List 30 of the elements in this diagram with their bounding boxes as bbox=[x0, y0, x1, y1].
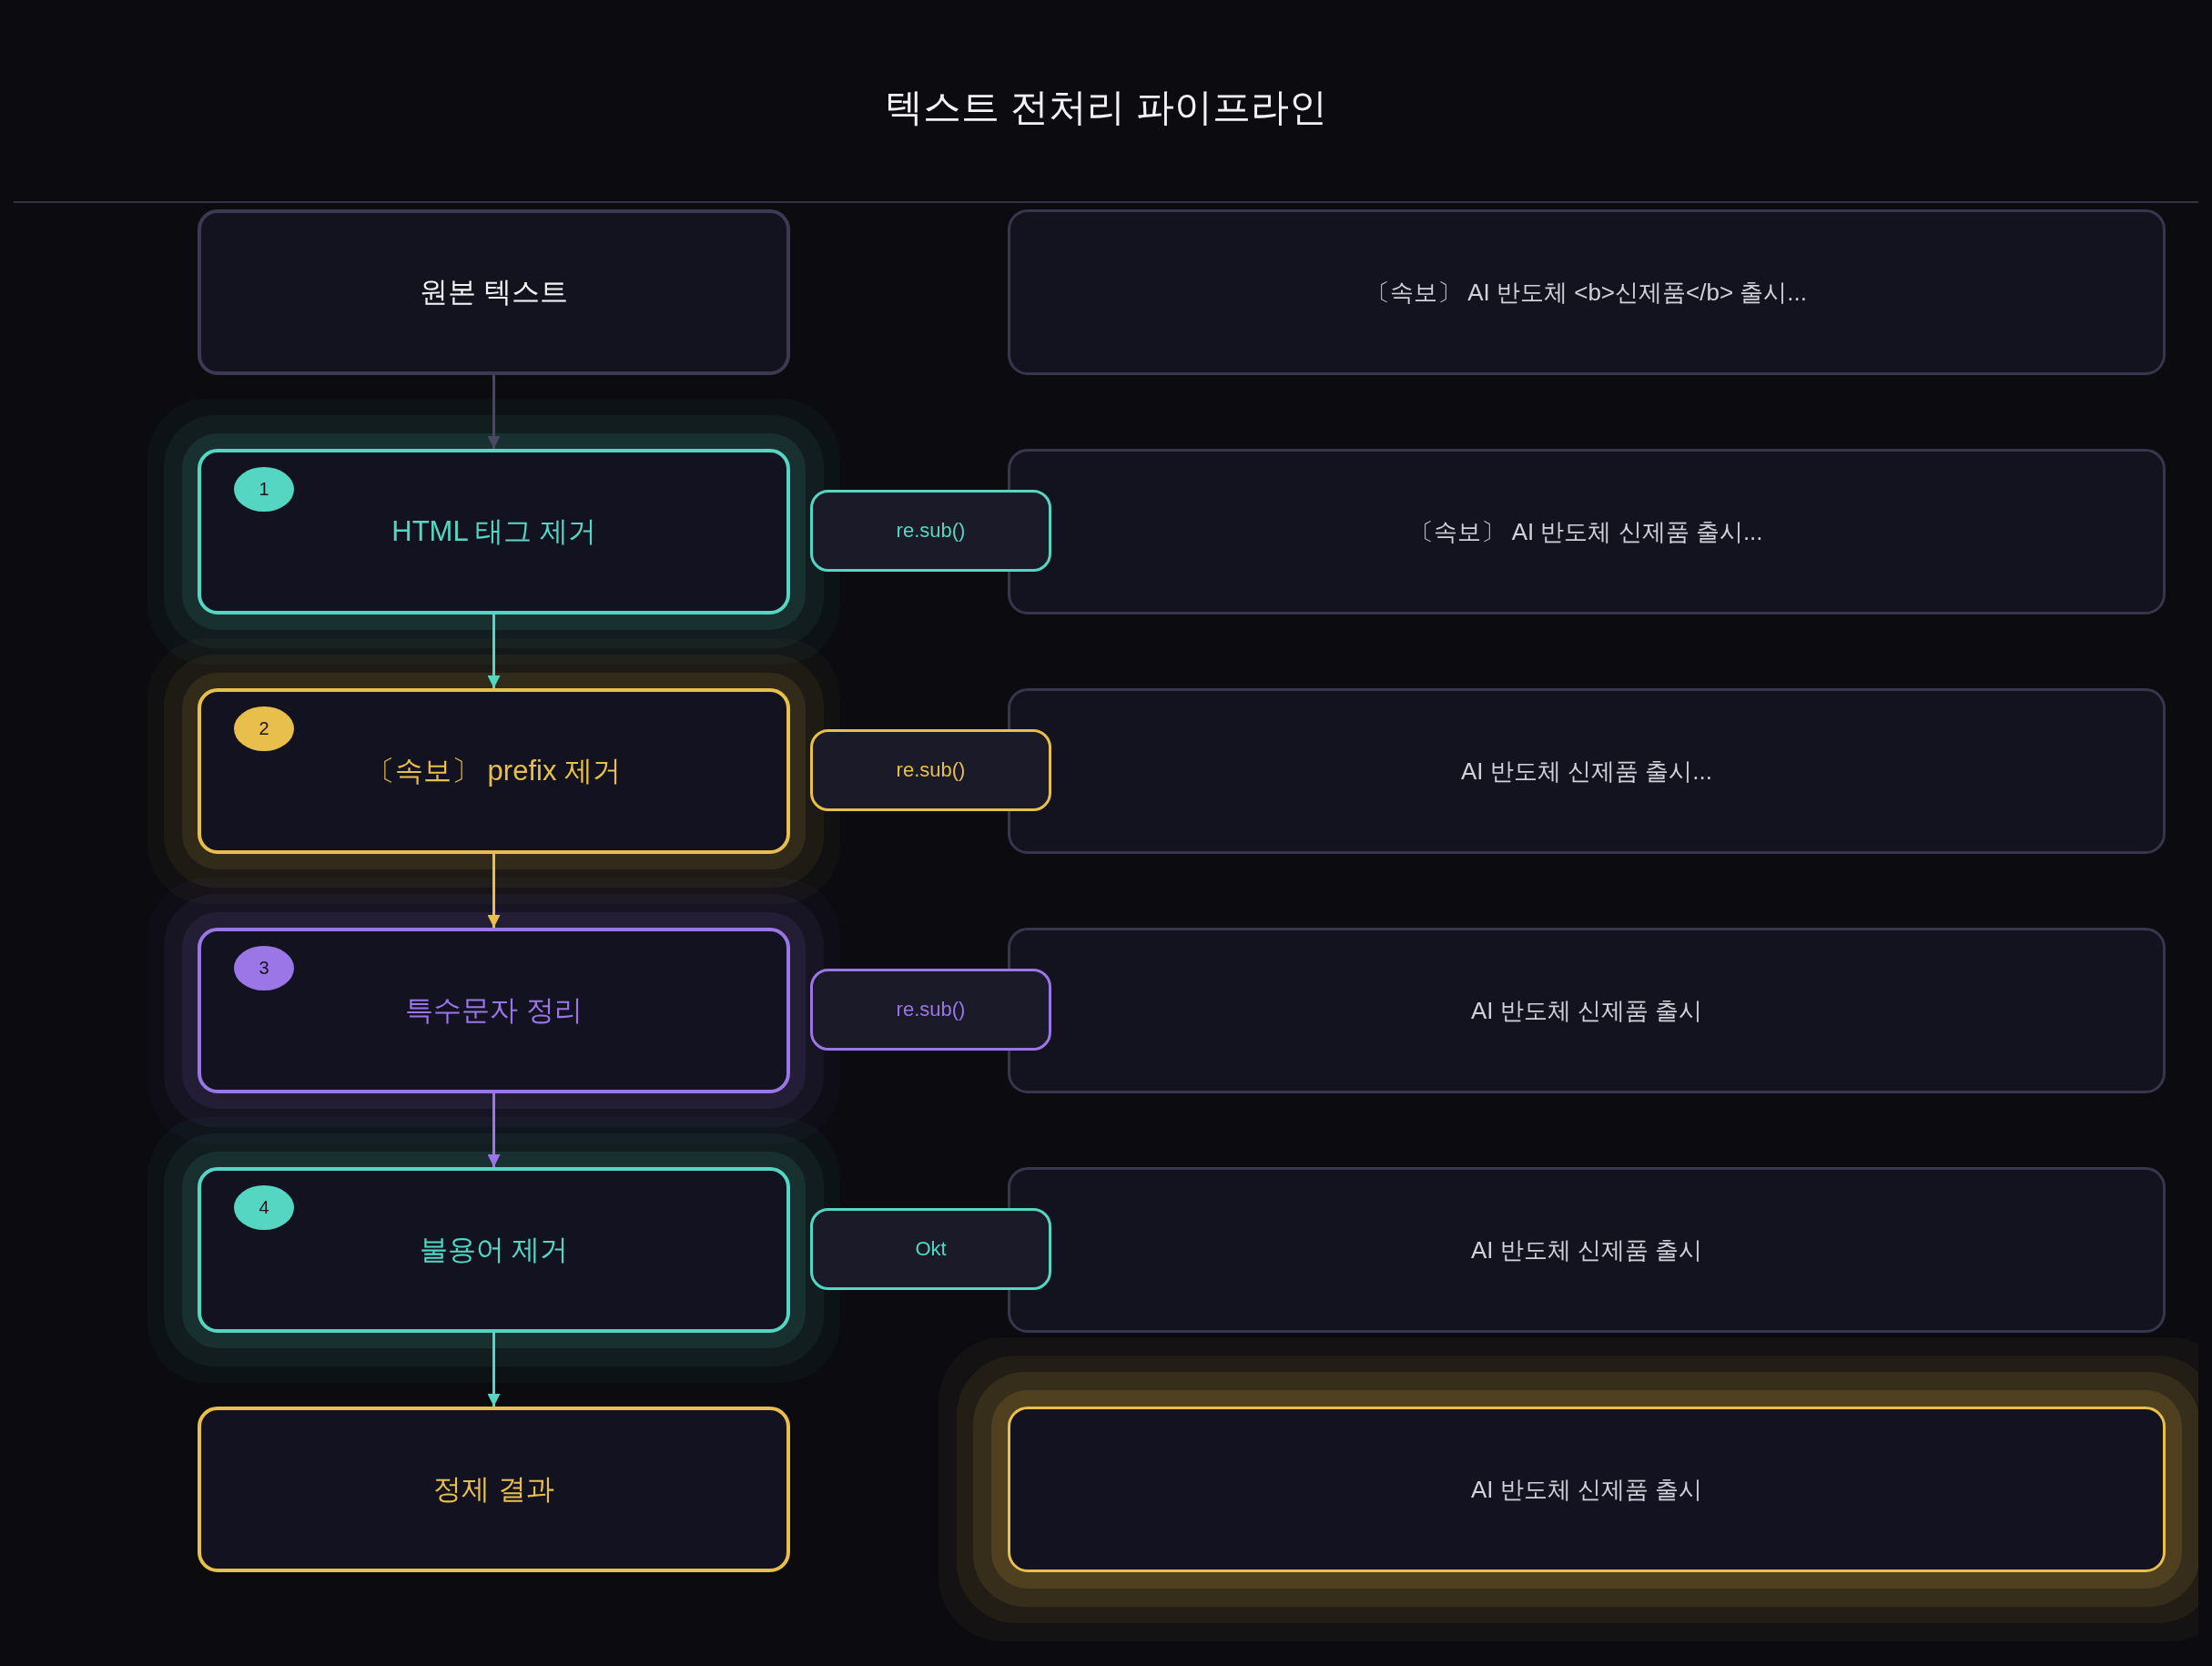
number-badge: 4 bbox=[234, 1185, 294, 1230]
step-title: 불용어 제거 bbox=[419, 1233, 569, 1267]
step-box bbox=[198, 928, 790, 1093]
text-sample-box: AI 반도체 신제품 출시 bbox=[1008, 1167, 2166, 1333]
arrow bbox=[487, 1333, 501, 1407]
number-badge: 1 bbox=[234, 467, 294, 512]
step-box bbox=[198, 449, 790, 615]
number-badge: 3 bbox=[234, 946, 294, 990]
method-tag: re.sub() bbox=[810, 490, 1051, 572]
result-box: 정제 결과 bbox=[198, 1407, 790, 1572]
text-sample-box: AI 반도체 신제품 출시 bbox=[1008, 928, 2166, 1093]
result-text-box: AI 반도체 신제품 출시 bbox=[1008, 1407, 2166, 1572]
text-sample-box: 〔속보〕 AI 반도체 <b>신제품</b> 출시... bbox=[1008, 209, 2166, 375]
title: 텍스트 전처리 파이프라인 bbox=[885, 85, 1327, 130]
arrow bbox=[487, 615, 501, 688]
input-box: 원본 텍스트 bbox=[198, 209, 790, 375]
step-box bbox=[198, 688, 790, 854]
text-sample-box: 〔속보〕 AI 반도체 신제품 출시... bbox=[1008, 449, 2166, 615]
arrow bbox=[487, 375, 501, 449]
number-badge: 2 bbox=[234, 706, 294, 751]
arrow bbox=[487, 1093, 501, 1167]
step-title: 〔속보〕 prefix 제거 bbox=[367, 754, 621, 788]
arrow bbox=[487, 854, 501, 928]
text-sample-box: AI 반도체 신제품 출시... bbox=[1008, 688, 2166, 854]
method-tag: Okt bbox=[810, 1208, 1051, 1290]
method-tag: re.sub() bbox=[810, 729, 1051, 811]
step-title: 특수문자 정리 bbox=[405, 993, 583, 1028]
step-title: HTML 태그 제거 bbox=[391, 514, 596, 549]
method-tag: re.sub() bbox=[810, 969, 1051, 1051]
step-box bbox=[198, 1167, 790, 1333]
